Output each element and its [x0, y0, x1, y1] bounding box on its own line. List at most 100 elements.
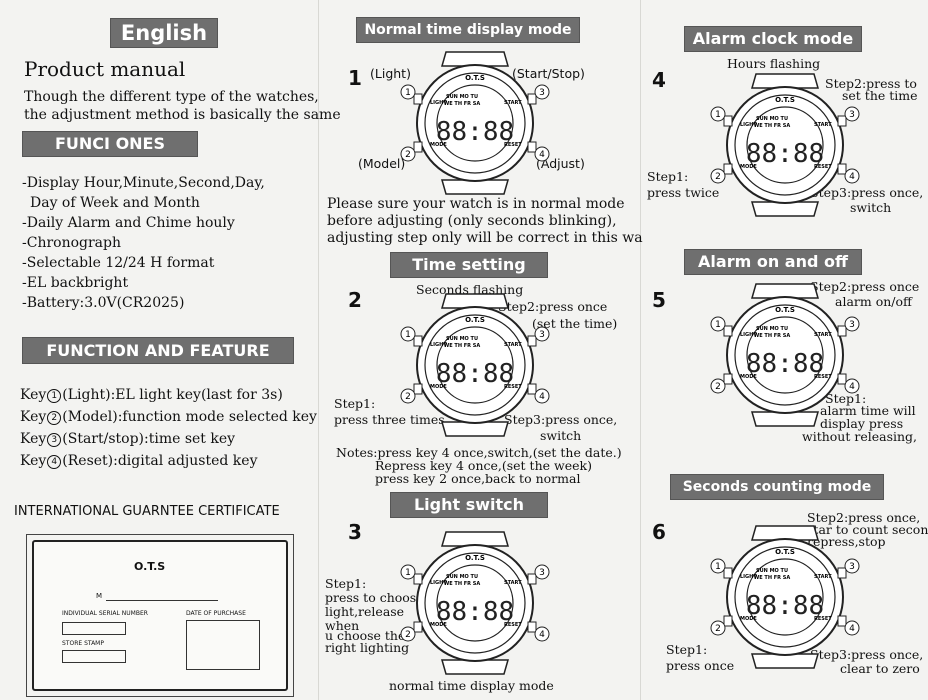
- watch-light-label: LIGHT: [740, 332, 757, 338]
- watch-brand-text: O.T.S: [775, 548, 795, 556]
- watch-digits: 88:88: [746, 139, 824, 169]
- watch-days-top: SUN MO TU: [756, 568, 788, 574]
- key-3-number: 3: [539, 568, 545, 578]
- certificate-m-line: [106, 600, 218, 601]
- watch-mode-label: MODE: [740, 616, 757, 622]
- function-item: -Daily Alarm and Chime houly: [22, 215, 235, 231]
- function-item: -Selectable 12/24 H format: [22, 255, 215, 271]
- watch-days-top: SUN MO TU: [446, 94, 478, 100]
- key-1-number: 1: [715, 320, 721, 330]
- key-4-number: 4: [539, 150, 545, 160]
- watch-days-bottom: WE TH FR SA: [754, 333, 791, 339]
- watch-days-top: SUN MO TU: [446, 336, 478, 342]
- normal-time-header: Normal time display mode: [356, 17, 580, 43]
- watch-light-label: LIGHT: [430, 100, 447, 106]
- watch-illustration: O.T.S SUN MO TU WE TH FR SA 88:88 LIGHT …: [710, 522, 860, 676]
- key-2-callout: [400, 626, 416, 642]
- store-stamp-label: STORE STAMP: [62, 640, 104, 647]
- step-number: 4: [652, 68, 666, 92]
- watch-start-label: START: [504, 100, 522, 106]
- step-number: 6: [652, 520, 666, 544]
- step3-label: Step3:press once,: [810, 647, 924, 662]
- watch-days-bottom: WE TH FR SA: [754, 123, 791, 129]
- intro-line-2: the adjustment method is basically the s…: [24, 107, 341, 123]
- adjust-label: (Adjust): [536, 156, 585, 171]
- step2-label: Step2:press once: [810, 279, 920, 294]
- step3-detail: switch: [850, 200, 892, 215]
- function-item: -EL backbright: [22, 275, 129, 291]
- key-text: (Model):function mode selected key: [62, 409, 317, 425]
- key-3-callout: [844, 106, 860, 122]
- step2-detail: (set the time): [532, 316, 618, 331]
- key-2-number: 2: [405, 392, 411, 402]
- column-right: Alarm clock mode 4 Hours flashing Step2:…: [640, 0, 928, 700]
- key-1-callout: [400, 84, 416, 100]
- watch-days-bottom: WE TH FR SA: [754, 575, 791, 581]
- step-number: 2: [348, 288, 362, 312]
- watch-mode-label: MODE: [430, 622, 447, 628]
- step3-label: Step3:press once,: [810, 185, 924, 200]
- key-prefix: Key: [20, 431, 47, 447]
- key-2-callout: [400, 388, 416, 404]
- watch-reset-label: RESET: [814, 616, 832, 622]
- key-3-callout: [534, 564, 550, 580]
- watch-mode-label: MODE: [430, 384, 447, 390]
- step1-detail: display press: [820, 416, 904, 431]
- notes-line-1: Notes:press key 4 once,switch,(set the d…: [336, 445, 622, 460]
- key-1-number: 1: [715, 110, 721, 120]
- key-prefix: Key: [20, 409, 47, 425]
- watch-brand-text: O.T.S: [775, 96, 795, 104]
- key-4-callout: [844, 168, 860, 184]
- key-4-number: 4: [849, 382, 855, 392]
- intro-line-1: Though the different type of the watches…: [24, 89, 319, 105]
- note-line-3: adjusting step only will be correct in t…: [327, 230, 643, 246]
- key-4-callout: [534, 146, 550, 162]
- watch-digits: 88:88: [436, 117, 514, 147]
- key-1-number: 1: [405, 568, 411, 578]
- light-step1-line: u choose the: [325, 628, 406, 643]
- alarm-on-off-header: Alarm on and off: [684, 249, 862, 275]
- time-setting-header: Time setting: [390, 252, 548, 278]
- watch-illustration: O.T.S SUN MO TU WE TH FR SA 88:88 LIGHT …: [400, 290, 550, 444]
- certificate-brand: O.T.S: [134, 560, 166, 573]
- key-2-number: 2: [405, 630, 411, 640]
- column-middle: Normal time display mode 1 (Light) (Star…: [318, 0, 643, 700]
- key-4-number: 4: [539, 630, 545, 640]
- watch-start-label: START: [504, 342, 522, 348]
- serial-number-label: INDIVIDUAL SERIAL NUMBER: [62, 610, 148, 617]
- key-3-number: 3: [539, 330, 545, 340]
- key-number-circle: 4: [47, 455, 62, 469]
- key-3-callout: [534, 84, 550, 100]
- watch-days-top: SUN MO TU: [756, 116, 788, 122]
- watch-brand-text: O.T.S: [775, 306, 795, 314]
- watch-drawing: O.T.S SUN MO TU WE TH FR SA 88:88 LIGHT …: [400, 293, 550, 437]
- step1-detail: alarm time will: [820, 403, 916, 418]
- key-3-callout: [534, 326, 550, 342]
- product-manual-title: Product manual: [24, 57, 186, 81]
- watch-light-label: LIGHT: [430, 580, 447, 586]
- step1-label: Step1:: [334, 396, 376, 411]
- watch-drawing: O.T.S SUN MO TU WE TH FR SA 88:88 LIGHT …: [710, 73, 860, 217]
- key-number-circle: 1: [47, 389, 62, 403]
- certificate-m-label: M: [96, 592, 103, 600]
- seconds-counting-header: Seconds counting mode: [670, 474, 884, 500]
- step2-detail: star to count seconds,: [807, 522, 928, 537]
- key-2-number: 2: [715, 382, 721, 392]
- watch-illustration: O.T.S SUN MO TU WE TH FR SA 88:88 LIGHT …: [400, 528, 550, 682]
- step-number: 1: [348, 66, 362, 90]
- watch-drawing: O.T.S SUN MO TU WE TH FR SA 88:88 LIGHT …: [710, 525, 860, 669]
- watch-light-label: LIGHT: [740, 574, 757, 580]
- light-label: (Light): [370, 66, 411, 81]
- light-switch-header: Light switch: [390, 492, 548, 518]
- key-2-callout: [710, 168, 726, 184]
- watch-drawing: O.T.S SUN MO TU WE TH FR SA 88:88 LIGHT …: [710, 283, 860, 427]
- step2-label: Step2:press once: [498, 299, 608, 314]
- key-3-number: 3: [849, 562, 855, 572]
- fold-line: [318, 0, 319, 700]
- watch-digits: 88:88: [436, 597, 514, 627]
- function-item: -Chronograph: [22, 235, 122, 251]
- watch-digits: 88:88: [746, 349, 824, 379]
- watch-days-top: SUN MO TU: [446, 574, 478, 580]
